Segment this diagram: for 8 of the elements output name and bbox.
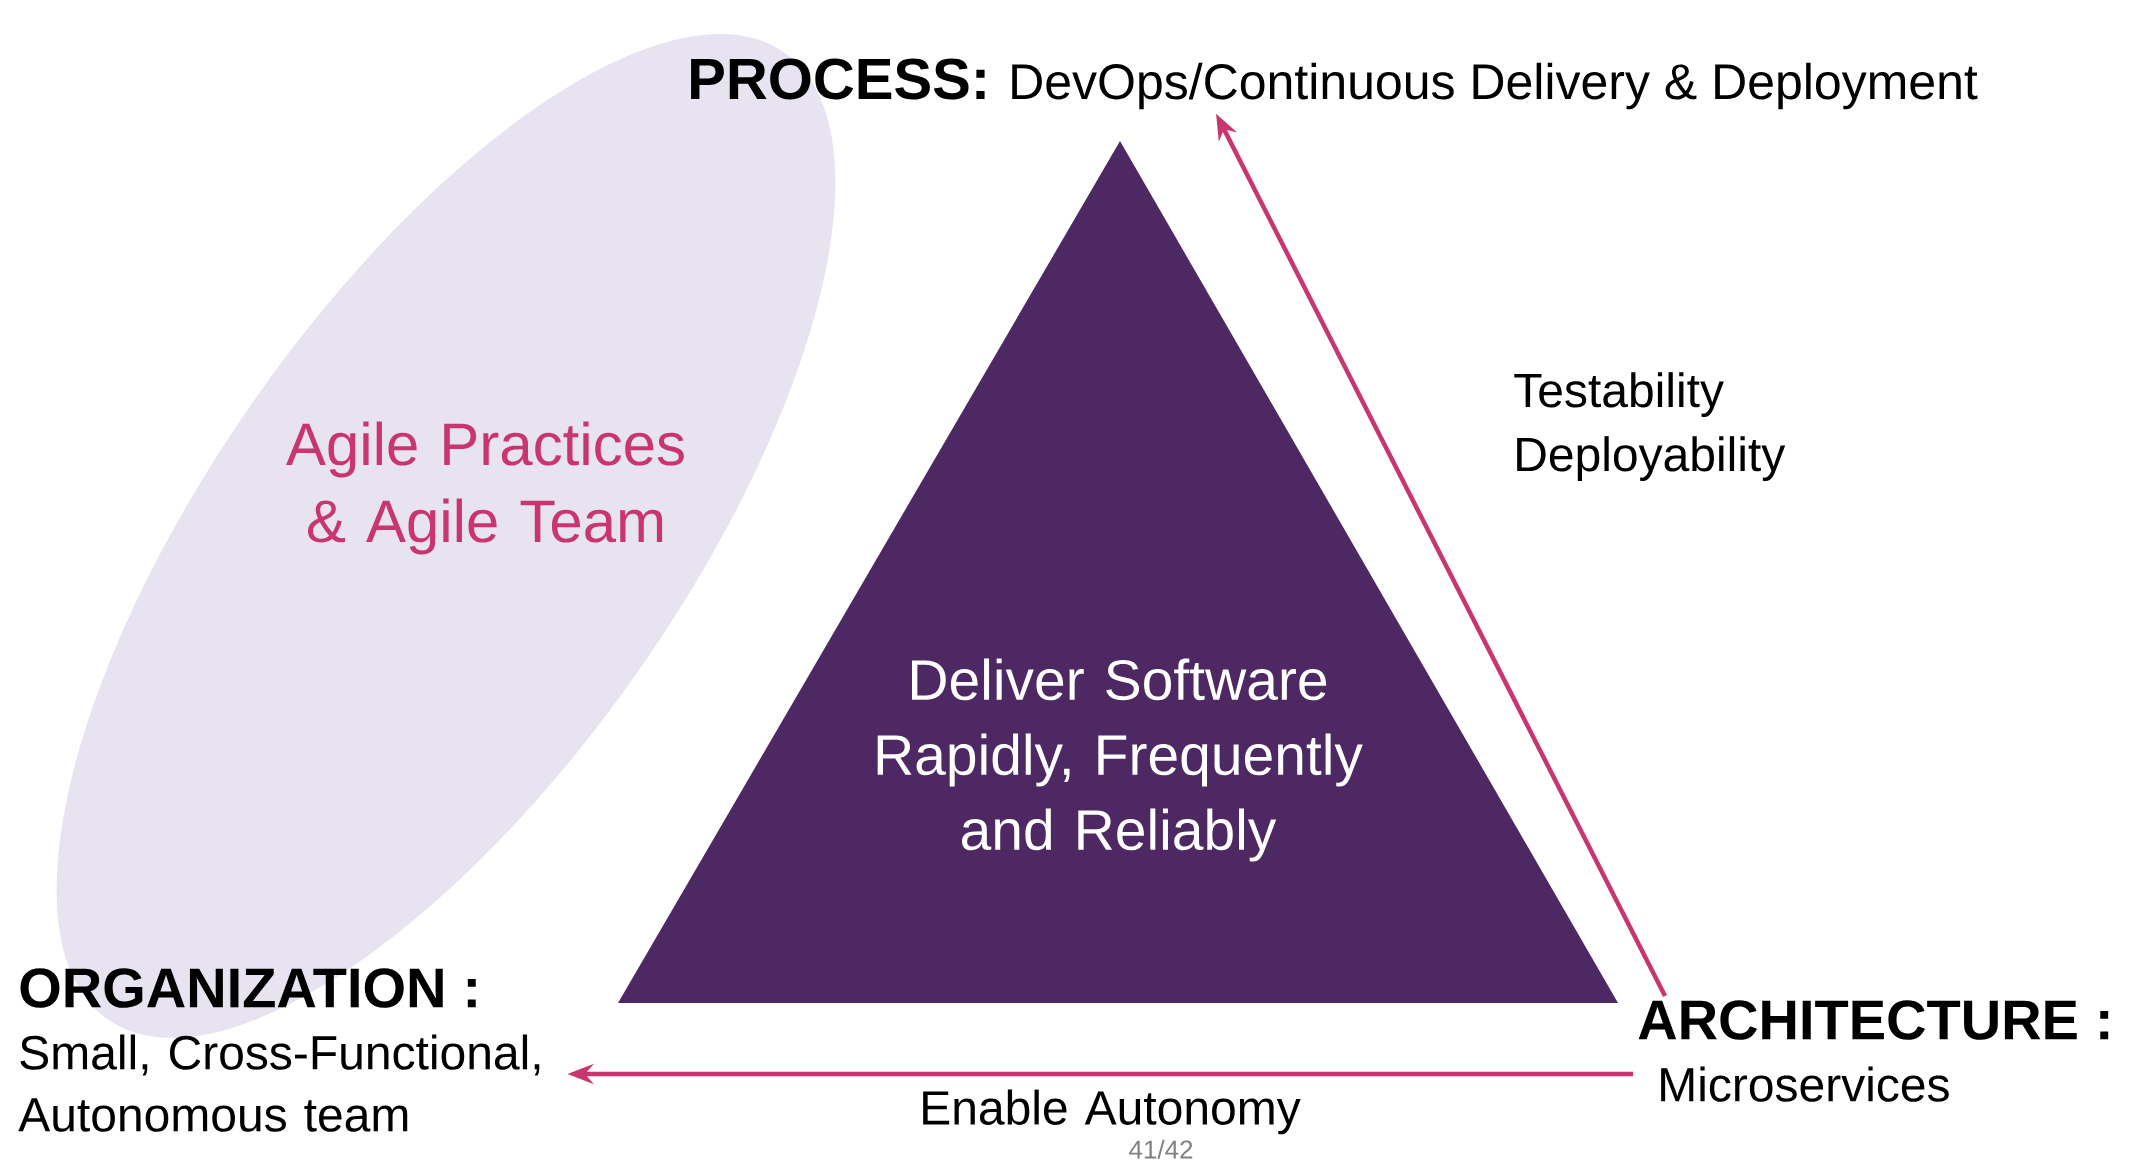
description: Microservices <box>1661 1066 1949 1102</box>
description: Small, Cross-Functional, Autonomous team <box>18 1034 540 1132</box>
heading: ORGANIZATION : <box>20 968 476 1008</box>
heading: ARCHITECTURE : <box>1638 1000 2109 1040</box>
description: DevOps/Continuous Delivery & Deployment <box>1012 62 1978 110</box>
page-number: 41/42 <box>1129 1139 1193 1159</box>
edge-label: Enable Autonomy <box>923 1089 1301 1135</box>
heading: PROCESS: <box>691 58 985 100</box>
